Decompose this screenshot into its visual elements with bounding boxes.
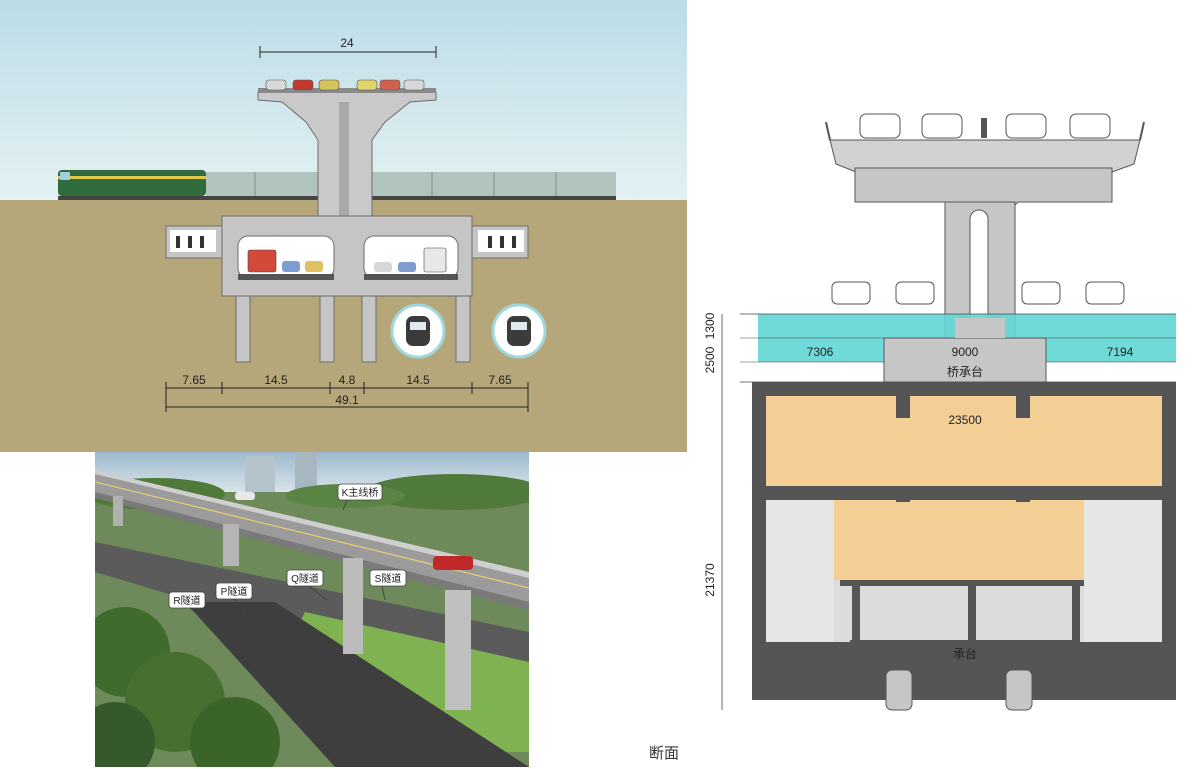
caption: 断面	[649, 744, 680, 762]
foundation-label: 承台	[953, 646, 977, 661]
cross-section-schematic: 24	[0, 0, 687, 452]
engineering-section: 1300 2500 7306 9000 7194 桥承台 23500 21370…	[700, 60, 1190, 720]
span-label: 24	[340, 36, 354, 50]
gallery-people	[176, 236, 516, 248]
cross-section-svg: 24	[0, 0, 687, 452]
callout-p-tunnel: P隧道	[215, 582, 253, 613]
bridge-piers	[113, 496, 471, 710]
tunnel-vehicles	[247, 247, 447, 273]
metro-tunnels	[390, 303, 547, 359]
pile-right	[1005, 669, 1033, 711]
ground-cars	[831, 281, 1125, 305]
engineering-section-svg: 1300 2500 7306 9000 7194 桥承台 23500 21370…	[703, 113, 1176, 711]
dimension-2: 4.8	[339, 373, 356, 387]
pier-cap-block	[883, 337, 1047, 383]
dim-7194: 7194	[1107, 345, 1134, 359]
label-r-tunnel: R隧道	[173, 594, 200, 607]
dim-2500: 2500	[703, 346, 717, 373]
tunnel-road	[185, 602, 529, 767]
dimension-1: 14.5	[264, 373, 288, 387]
label-p-tunnel: P隧道	[221, 585, 248, 598]
interchange-render: K主线桥 R隧道 P隧道 Q隧道 S隧道	[95, 452, 529, 767]
foreground-trees	[95, 607, 280, 767]
dim-23500: 23500	[948, 413, 982, 427]
deck-cars	[265, 79, 425, 91]
callout-r-tunnel: R隧道	[168, 591, 208, 623]
dim-9000: 9000	[952, 345, 979, 359]
callout-k-bridge: K主线桥	[337, 483, 383, 511]
pile-left	[885, 669, 913, 711]
dimension-3: 14.5	[406, 373, 430, 387]
dim-1300: 1300	[703, 312, 717, 339]
dimension-4: 7.65	[488, 373, 512, 387]
main-bridge-deck	[95, 470, 529, 602]
dim-21370: 21370	[703, 563, 717, 597]
dimension-row: 7.65 14.5 4.8 14.5 7.65 49.1	[165, 373, 529, 412]
dimension-0: 7.65	[182, 373, 206, 387]
foundation	[850, 640, 1076, 670]
label-q-tunnel: Q隧道	[291, 572, 319, 585]
upper-deck	[825, 113, 1145, 173]
label-k-bridge: K主线桥	[342, 486, 379, 499]
dimension-total: 49.1	[335, 393, 359, 407]
label-s-tunnel: S隧道	[375, 572, 402, 585]
callout-s-tunnel: S隧道	[369, 569, 407, 601]
pier-cap-label: 桥承台	[947, 364, 983, 379]
pier	[854, 167, 1113, 339]
render-svg: K主线桥 R隧道 P隧道 Q隧道 S隧道	[95, 452, 529, 767]
span-dimension: 24	[259, 36, 437, 58]
red-car	[433, 556, 473, 570]
dim-7306: 7306	[807, 345, 834, 359]
callout-q-tunnel: Q隧道	[286, 569, 328, 601]
